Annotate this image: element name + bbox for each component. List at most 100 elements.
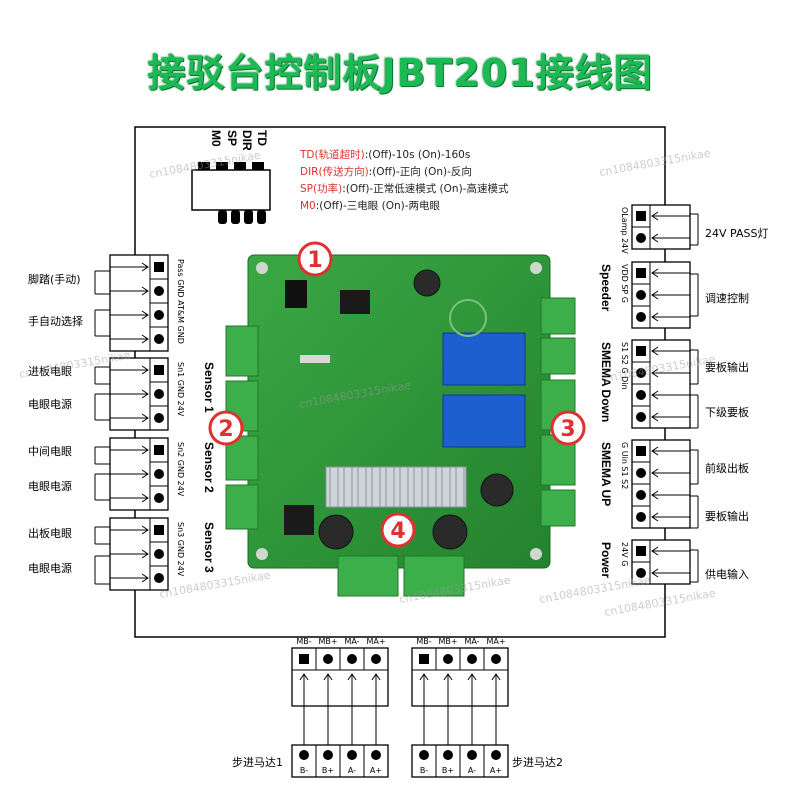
- terminal-pin: [636, 412, 646, 422]
- terminal-pin: [636, 490, 646, 500]
- dip-label: SP: [225, 130, 239, 146]
- marker-circle: [208, 410, 244, 446]
- terminal-pin: [636, 233, 646, 243]
- terminal-pin: [636, 568, 646, 578]
- terminal-pin-square: [154, 445, 164, 455]
- dip-note: SP(功率):(Off)-正常低速模式 (On)-高速模式: [300, 182, 509, 195]
- motor-coil-label: B+: [442, 766, 454, 775]
- terminal-pin-square: [636, 346, 646, 356]
- left-connector: Sn1 GND 24V Sensor 1: [109, 357, 216, 431]
- terminal-pin-square: [154, 525, 164, 535]
- terminal-pin: [636, 290, 646, 300]
- dip-notes: TD(轨道超时):(Off)-10s (On)-160sDIR(传送方向):(O…: [299, 148, 509, 212]
- right-connector: S1 S2 G Din SMEMA Down: [599, 339, 691, 429]
- terminal-pin-square: [636, 211, 646, 221]
- motor-coil-label: A-: [348, 766, 356, 775]
- motor-pin-label: MA+: [366, 637, 385, 646]
- connector-name: Power: [599, 542, 613, 578]
- terminal-pin-square: [636, 268, 646, 278]
- motor-coil-label: B-: [300, 766, 308, 775]
- left-label: 进板电眼: [28, 364, 72, 378]
- right-connector: VDD SP G Speeder: [599, 261, 691, 329]
- terminal-pin: [636, 368, 646, 378]
- pin-labels: 24V G: [620, 542, 629, 566]
- pin-labels: OLamp 24V: [620, 207, 629, 254]
- motor-label: 步进马达2: [512, 756, 563, 769]
- dip-label: DIR: [240, 130, 254, 151]
- terminal-pin-square: [154, 262, 164, 272]
- left-connectors: Pass GND AT&M GND Sn1 GND 24V Sensor 1 Sn2 …: [28, 254, 216, 591]
- motor-coil-label: A-: [468, 766, 476, 775]
- pin-labels: Sn3 GND 24V: [176, 522, 185, 577]
- page-title: 接驳台控制板JBT201接线图: [147, 51, 653, 95]
- pin-labels: Sn1 GND 24V: [176, 362, 185, 417]
- right-label: 要板输出: [705, 509, 749, 523]
- motor-pin-label: MB-: [296, 637, 311, 646]
- motor-pin-label: MB+: [438, 637, 457, 646]
- marker-number: 3: [560, 417, 575, 442]
- right-label: 前级出板: [705, 461, 749, 475]
- left-label: 电眼电源: [28, 561, 72, 575]
- motor-pin-label: MA+: [486, 637, 505, 646]
- terminal-pin: [636, 512, 646, 522]
- terminal-pin: [154, 389, 164, 399]
- terminal-pin: [154, 493, 164, 503]
- motor-coil-label: A+: [490, 766, 502, 775]
- motor-coil-label: B-: [420, 766, 428, 775]
- right-connector: 24V G Power: [599, 539, 691, 585]
- left-connector: Pass GND AT&M GND: [109, 254, 185, 352]
- terminal-pin: [154, 286, 164, 296]
- right-label: 供电输入: [705, 567, 749, 581]
- pin-labels: G Uin S1 S2: [620, 442, 629, 489]
- marker-number: 1: [307, 248, 322, 273]
- connector-name: Sensor 3: [202, 522, 216, 573]
- terminal-pin: [154, 310, 164, 320]
- connector-name: Sensor 2: [202, 442, 216, 493]
- motor-connector: MB- MB+ MA- MA+ B- B+ A- A+ 步进马达1: [232, 637, 389, 778]
- dip-label: M0: [209, 130, 223, 147]
- terminal-pin-square: [636, 446, 646, 456]
- motor-coil-label: B+: [322, 766, 334, 775]
- right-label: 24V PASS灯: [705, 227, 768, 240]
- left-label: 中间电眼: [28, 445, 72, 458]
- connector-name: SMEMA Down: [599, 342, 613, 422]
- motor-pin-label: MB-: [416, 637, 431, 646]
- connector-name: Speeder: [599, 264, 613, 312]
- connector-name: Sensor 1: [202, 362, 216, 413]
- terminal-pin: [636, 390, 646, 400]
- left-label: 电眼电源: [28, 397, 72, 411]
- marker-circle: [550, 410, 586, 446]
- left-label: 手自动选择: [28, 314, 83, 328]
- motor-pin-label: MB+: [318, 637, 337, 646]
- motor-pin-label: MA-: [344, 637, 359, 646]
- pin-labels: Sn2 GND 24V: [176, 442, 185, 497]
- left-connector: Sn3 GND 24V Sensor 3: [109, 517, 216, 591]
- terminal-pin: [154, 334, 164, 344]
- terminal-pin: [154, 573, 164, 583]
- motor-coil-label: A+: [370, 766, 382, 775]
- dip-note: TD(轨道超时):(Off)-10s (On)-160s: [299, 148, 470, 161]
- left-label: 电眼电源: [28, 479, 72, 493]
- terminal-pin: [636, 312, 646, 322]
- pin-labels: S1 S2 G Din: [620, 342, 629, 390]
- right-label: 下级要板: [705, 405, 749, 419]
- pin-labels: Pass GND AT&M GND: [176, 259, 185, 344]
- motor-pin-label: MA-: [464, 637, 479, 646]
- right-label: 调速控制: [705, 291, 749, 305]
- terminal-pin-square: [636, 546, 646, 556]
- pin-labels: VDD SP G: [620, 264, 629, 303]
- left-label: 脚踏(手动): [28, 272, 81, 286]
- marker-circle: [297, 241, 333, 277]
- left-label: 出板电眼: [28, 526, 72, 540]
- marker-circle: [380, 512, 416, 548]
- marker-number: 2: [218, 417, 233, 442]
- dip-note: M0:(Off)-三电眼 (On)-两电眼: [300, 199, 441, 212]
- motor-label: 步进马达1: [232, 756, 283, 769]
- pcb-board: [225, 254, 576, 597]
- right-label: 要板输出: [705, 360, 749, 374]
- terminal-pin: [154, 549, 164, 559]
- terminal-pin: [154, 469, 164, 479]
- terminal-pin: [154, 413, 164, 423]
